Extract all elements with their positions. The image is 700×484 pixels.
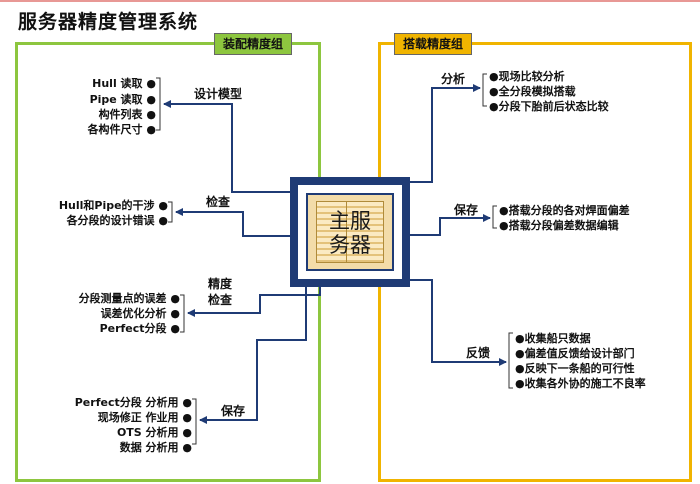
list-item: 数据 分析用 [12, 441, 192, 455]
bracket-check [168, 201, 173, 223]
page-title: 服务器精度管理系统 [18, 11, 199, 33]
connector-right-save [410, 214, 491, 236]
bracket-left-save [192, 398, 197, 445]
list-item: 各分段的设计错误 [0, 214, 168, 228]
list-item: 各构件尺寸 [0, 123, 156, 137]
branch-label-analysis: 分析 [441, 72, 466, 86]
list-item: 现场修正 作业用 [12, 411, 192, 425]
branch-label-feedback: 反馈 [466, 346, 491, 360]
bracket-right-save [492, 205, 497, 229]
bracket-analysis [482, 73, 487, 107]
list-item: Pipe 读取 [0, 93, 156, 107]
branch-label-check: 检查 [206, 195, 231, 209]
branch-label-left-save: 保存 [221, 404, 246, 418]
list-item: 分段测量点的误差 [0, 292, 180, 306]
list-item: 收集船只数据 [515, 332, 591, 346]
list-item: 搭载分段偏差数据编辑 [499, 219, 619, 233]
main-server-node: 主服 务器 [290, 177, 410, 287]
connector-design-model [163, 100, 290, 193]
top-accent-line [0, 0, 700, 2]
bracket-feedback [508, 332, 513, 389]
branch-label-accuracy-check-line-2: 检查 [208, 293, 233, 307]
list-item: 搭载分段的各对焊面偏差 [499, 204, 630, 218]
list-item: Hull和Pipe的干涉 [0, 199, 168, 213]
bracket-accuracy-check [180, 294, 185, 333]
list-item: 分段下胎前后状态比较 [489, 100, 609, 114]
bracket-design-model [156, 77, 161, 131]
list-item: 误差优化分析 [0, 307, 180, 321]
branch-label-design-model: 设计模型 [194, 87, 243, 101]
list-item: Perfect分段 分析用 [12, 396, 192, 410]
assembly-accuracy-group-label: 装配精度组 [214, 33, 293, 55]
server-panel: 主服 务器 [306, 193, 394, 271]
branch-label-right-save: 保存 [454, 203, 479, 217]
list-item: 偏差值反馈给设计部门 [515, 347, 635, 361]
list-item: 构件列表 [0, 108, 156, 122]
connector-feedback [410, 279, 507, 366]
connector-analysis [410, 84, 481, 183]
server-label: 主服 务器 [308, 209, 392, 257]
connector-accuracy-check [187, 287, 321, 317]
list-item: 反映下一条船的可行性 [515, 362, 635, 376]
server-label-line-2: 务器 [329, 233, 371, 257]
list-item: 全分段模拟搭载 [489, 85, 576, 99]
list-item: 收集各外协的施工不良率 [515, 377, 646, 391]
list-item: Perfect分段 [0, 322, 180, 336]
list-item: OTS 分析用 [12, 426, 192, 440]
connector-check [175, 208, 290, 237]
branch-label-accuracy-check-line-1: 精度 [208, 277, 233, 291]
erection-accuracy-group-label: 搭载精度组 [394, 33, 473, 55]
connector-left-save [199, 287, 307, 424]
list-item: Hull 读取 [0, 77, 156, 91]
server-label-line-1: 主服 [329, 209, 371, 233]
list-item: 现场比较分析 [489, 70, 565, 84]
server-rack-right-icon [346, 201, 384, 263]
